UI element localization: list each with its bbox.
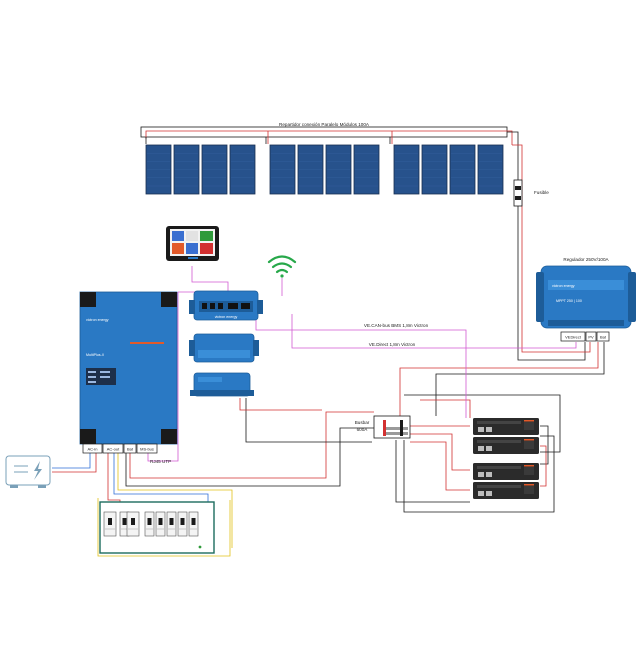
circuit-breaker [166, 511, 177, 537]
grid-input-icon [5, 455, 51, 488]
solar-panel [269, 144, 296, 195]
bat-port-label: Bat [600, 335, 607, 340]
ms-bus-label: MS-bus [140, 447, 154, 452]
solar-panel [353, 144, 380, 195]
inverter-model: MultiPlus-II [86, 353, 104, 357]
regulator-ports: VEDirect PV Bat [560, 331, 610, 342]
touch-display [166, 226, 219, 261]
battery-module [473, 437, 539, 454]
solar-panel [201, 144, 228, 195]
breaker-panel [99, 501, 215, 554]
mppt-regulator: victron energy MPPT 250 | 100 [536, 265, 636, 329]
busbar-label-line2: 600A [357, 427, 369, 432]
fuse-label: Fusible [534, 190, 549, 195]
dc-device-middle [189, 333, 259, 363]
ac-wires [52, 452, 233, 557]
solar-panel [393, 144, 420, 195]
vedirect-port-label: VEDirect [565, 335, 582, 340]
solar-panel [229, 144, 256, 195]
busbar [373, 415, 411, 439]
solar-panel [449, 144, 476, 195]
fuse [513, 179, 523, 207]
gx-controller: victron energy [189, 290, 263, 321]
circuit-breaker [188, 511, 199, 537]
solar-panel [297, 144, 324, 195]
pv-harness-red [145, 130, 513, 145]
ac-in-label: AC-in [87, 447, 97, 452]
battery-module [473, 418, 539, 435]
solar-panel [145, 144, 172, 195]
inverter-terminals: AC-in AC-out Bat MS-bus [82, 443, 158, 454]
battery-module [473, 482, 539, 499]
rj45-cable-line [147, 292, 179, 462]
inverter-charger: victron energy MultiPlus-II [79, 291, 178, 445]
battery-module [473, 463, 539, 480]
pv-harness [140, 126, 513, 145]
vedirect-cable-line [291, 314, 577, 349]
circuit-breaker [155, 511, 166, 537]
can-cable-label: VE.CAN-bus BMS 1,8m Victron [364, 323, 429, 328]
battery-bank [473, 418, 539, 499]
battery-bank-wires [395, 394, 561, 513]
inverter-bat-label: Bat [127, 447, 134, 452]
regulator-brand: victron energy [552, 284, 575, 288]
can-cable-line [255, 314, 467, 418]
pv-port-label: PV [588, 335, 594, 340]
rj45-label: RJ45 UTP [150, 459, 171, 464]
inverter-brand: victron energy [86, 318, 109, 322]
circuit-breaker [177, 511, 188, 537]
circuit-breaker [103, 511, 117, 537]
pv-busbar-label: Repartidor conexión Paralelo Módulos 100… [279, 122, 370, 127]
regulator-label: Regulador 250V/100A [563, 257, 609, 262]
breaker-row [103, 511, 199, 537]
pv-to-regulator-wires [507, 131, 591, 361]
solar-panel [325, 144, 352, 195]
inverter-dc-wires [125, 398, 374, 487]
solar-panel [477, 144, 504, 195]
solar-panel [421, 144, 448, 195]
ac-out-label: AC-out [107, 447, 120, 452]
dc-device-lower [190, 372, 254, 397]
regulator-model: MPPT 250 | 100 [556, 299, 582, 303]
solar-array [145, 144, 504, 195]
busbar-label-line1: Busbar [355, 420, 370, 425]
pv-harness-black [140, 126, 508, 138]
vedirect-cable-label: VE.Direct 1,8m Victron [369, 342, 416, 347]
circuit-breaker [126, 511, 140, 537]
circuit-breaker [144, 511, 155, 537]
solar-panel [173, 144, 200, 195]
communication-wires [147, 266, 577, 462]
regulator-battery-wires [399, 342, 605, 416]
wifi-icon [267, 255, 297, 278]
gx-brand: victron energy [215, 315, 238, 319]
